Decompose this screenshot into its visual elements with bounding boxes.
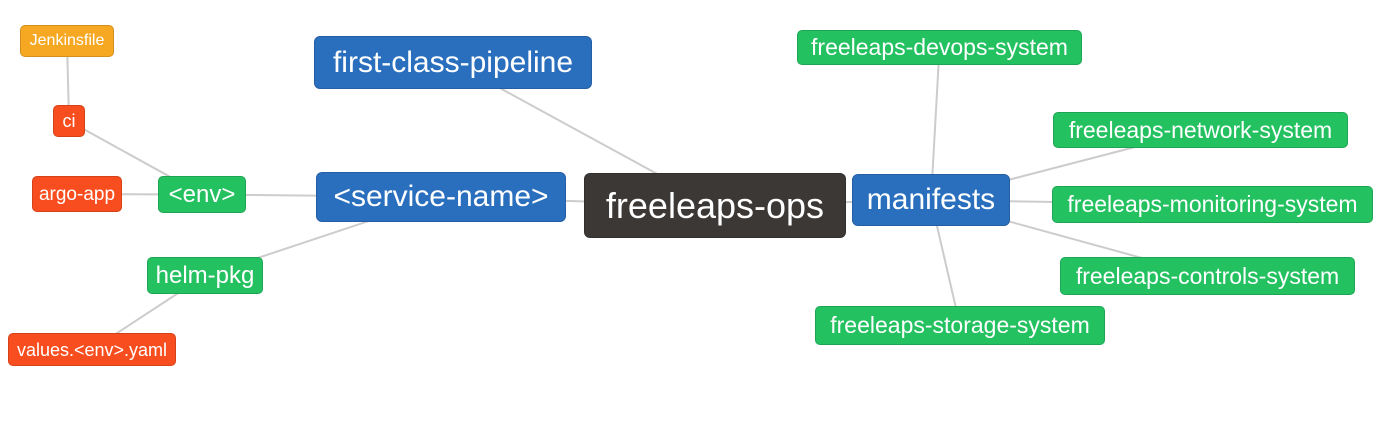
node-freeleaps-monitoring-system[interactable]: freeleaps-monitoring-system bbox=[1052, 186, 1373, 223]
node-ci[interactable]: ci bbox=[53, 105, 85, 137]
node-env[interactable]: <env> bbox=[158, 176, 246, 213]
node-freeleaps-devops-system[interactable]: freeleaps-devops-system bbox=[797, 30, 1082, 65]
node-freeleaps-network-system[interactable]: freeleaps-network-system bbox=[1053, 112, 1348, 148]
node-freeleaps-controls-system[interactable]: freeleaps-controls-system bbox=[1060, 257, 1355, 295]
node-freeleaps-ops[interactable]: freeleaps-ops bbox=[584, 173, 846, 238]
node-values-env-yaml[interactable]: values.<env>.yaml bbox=[8, 333, 176, 366]
node-manifests[interactable]: manifests bbox=[852, 174, 1010, 226]
node-first-class-pipeline[interactable]: first-class-pipeline bbox=[314, 36, 592, 89]
node-service-name[interactable]: <service-name> bbox=[316, 172, 566, 222]
node-freeleaps-storage-system[interactable]: freeleaps-storage-system bbox=[815, 306, 1105, 345]
node-helm-pkg[interactable]: helm-pkg bbox=[147, 257, 263, 294]
node-argo-app[interactable]: argo-app bbox=[32, 176, 122, 212]
node-jenkinsfile[interactable]: Jenkinsfile bbox=[20, 25, 114, 57]
